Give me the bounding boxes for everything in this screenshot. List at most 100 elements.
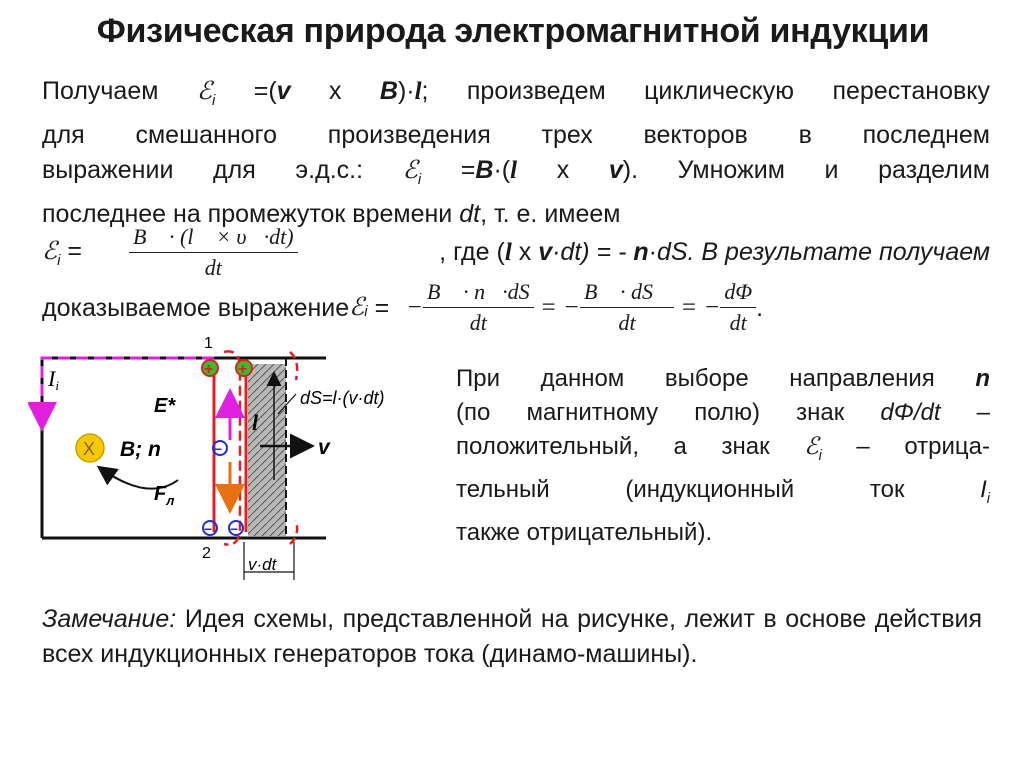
vector-l: l xyxy=(510,157,518,184)
side-line5: также отрицательный). xyxy=(456,518,713,546)
fraction-numerator: B⃗ · dS⃗ xyxy=(579,277,675,308)
current-path xyxy=(28,356,214,432)
text: =( xyxy=(215,77,277,105)
text: = xyxy=(421,156,476,184)
vector-v: v xyxy=(608,156,623,184)
curved-arrow xyxy=(96,465,179,490)
emf-subscript: i xyxy=(417,171,422,188)
plus-charge-2 xyxy=(235,359,253,377)
fraction-2: B⃗ · n⃗·dS dt xyxy=(423,277,534,338)
text: При данном выборе направления xyxy=(456,365,976,392)
minus-sign-mid: − xyxy=(214,441,222,457)
text: тельный (индукционный ток xyxy=(456,475,981,503)
plus-sign-1: + xyxy=(204,361,213,378)
text: ·dS. В результате получаем xyxy=(648,238,990,266)
minus-sign: − xyxy=(406,293,424,321)
fraction-4: dΦ dt xyxy=(720,277,757,338)
side-line1: При данном выборе направления n xyxy=(456,362,990,396)
emf-symbol: ℰ xyxy=(42,238,58,266)
side-line2: (по магнитному полю) знак dΦ/dt – xyxy=(456,396,990,430)
text: )· xyxy=(397,77,415,105)
text: выражении для э.д.с.: xyxy=(42,156,403,184)
para2-eq1: ℰi = B⃗ · (l⃗ × υ⃗·dt) dt xyxy=(42,222,298,283)
fraction-denominator: dt xyxy=(729,310,747,335)
current-I: I xyxy=(980,475,987,503)
note-label: Замечание: xyxy=(42,605,177,633)
text: – отрица- xyxy=(821,433,990,460)
emf-symbol: ℰ xyxy=(402,157,418,184)
vector-l: l xyxy=(414,78,422,105)
vector-n: n xyxy=(975,365,990,392)
label-vdt: v·dt xyxy=(248,555,278,574)
text: ·dt) = - xyxy=(552,238,634,266)
dS-pointer xyxy=(277,393,297,415)
dphi-dt: dΦ/dt xyxy=(880,399,941,426)
minus-sign-1: − xyxy=(204,521,212,537)
text: . xyxy=(756,293,764,322)
text: = − xyxy=(533,293,580,321)
minus-charge-mid xyxy=(212,440,228,456)
fraction-1: B⃗ · (l⃗ × υ⃗·dt) dt xyxy=(128,222,298,283)
emf-symbol: ℰ xyxy=(349,293,365,321)
minus-sign-2: − xyxy=(230,521,238,537)
para2-where: , где (l x v·dt) = - n·dS. В результате … xyxy=(439,232,990,273)
bracket-right xyxy=(289,351,299,381)
emf-symbol: ℰ xyxy=(804,434,819,460)
label-X: X xyxy=(83,439,95,459)
para1-line3: выражении для э.д.с.: ℰi =B·(l x v). Умн… xyxy=(42,153,990,197)
text: , т. е. имеем xyxy=(480,200,621,228)
label-F: Fл xyxy=(154,483,174,508)
vector-l: l xyxy=(504,239,512,266)
para2-line1: ℰi = B⃗ · (l⃗ × υ⃗·dt) dt , где (l x v·d… xyxy=(42,222,990,283)
emf-subscript: i xyxy=(364,303,368,320)
emf-symbol: ℰ xyxy=(196,78,212,105)
label-1: 1 xyxy=(204,335,213,352)
text: = xyxy=(367,293,397,322)
vector-B: B xyxy=(379,77,398,105)
text: = xyxy=(60,237,83,266)
vector-B: B xyxy=(475,156,494,184)
b-field-symbol xyxy=(75,433,105,463)
text: F xyxy=(154,483,167,505)
fraction-numerator: B⃗ · (l⃗ × υ⃗·dt) xyxy=(128,222,298,253)
text: ·( xyxy=(493,156,511,184)
label-2: 2 xyxy=(202,545,211,562)
label-B-n: B; n xyxy=(120,438,161,461)
label-l: l xyxy=(252,410,259,435)
page-title: Физическая природа электромагнитной инду… xyxy=(96,12,930,50)
para1-line4: последнее на промежуток времени dt, т. е… xyxy=(42,197,990,232)
emf-subscript: i xyxy=(818,447,822,464)
minus-charge-2 xyxy=(228,520,244,536)
text: , где ( xyxy=(439,238,505,266)
vector-v: v xyxy=(538,238,553,266)
dt: dt xyxy=(459,200,481,228)
paragraph-derivation: Получаем ℰi =(v x B)·l; произведем цикли… xyxy=(42,74,990,232)
fraction-3: B⃗ · dS⃗ dt xyxy=(579,277,675,338)
vector-n: n xyxy=(633,238,649,266)
note-text: Идея схемы, представленной на рисунке, л… xyxy=(42,605,982,668)
bracket-right-bottom xyxy=(289,519,299,545)
text: x xyxy=(517,156,609,184)
label-I: Ii xyxy=(47,366,59,393)
text: – xyxy=(940,399,990,426)
para1-line1: Получаем ℰi =(v x B)·l; произведем цикли… xyxy=(42,74,990,118)
text: = − xyxy=(674,293,721,321)
fraction-numerator: B⃗ · n⃗·dS xyxy=(423,277,534,308)
area-dS xyxy=(248,364,286,536)
induction-diagram: 1 2 Ii E* X B; n Fл l dS=l·(v·dt) v v·dt… xyxy=(28,335,385,580)
emf-subscript: i xyxy=(211,92,216,109)
plus-charge-1 xyxy=(201,359,219,377)
para1-line2: для смешанного произведения трех векторо… xyxy=(42,121,990,149)
text: ; произведем циклическую перестановку xyxy=(421,77,990,105)
text: x xyxy=(290,77,380,105)
vector-v: v xyxy=(276,77,291,105)
text: положительный, а знак xyxy=(456,433,805,460)
side-line4: тельный (индукционный ток Ii xyxy=(456,473,990,516)
paragraph-result: ℰi = B⃗ · (l⃗ × υ⃗·dt) dt , где (l x v·d… xyxy=(42,222,990,338)
side-explanation: При данном выборе направления n (по магн… xyxy=(456,362,990,550)
plus-sign-2: + xyxy=(238,361,247,378)
side-line3: положительный, а знак ℰi – отрица- xyxy=(456,430,990,473)
fraction-denominator: dt xyxy=(469,310,487,335)
fraction-numerator: dΦ xyxy=(720,277,757,308)
